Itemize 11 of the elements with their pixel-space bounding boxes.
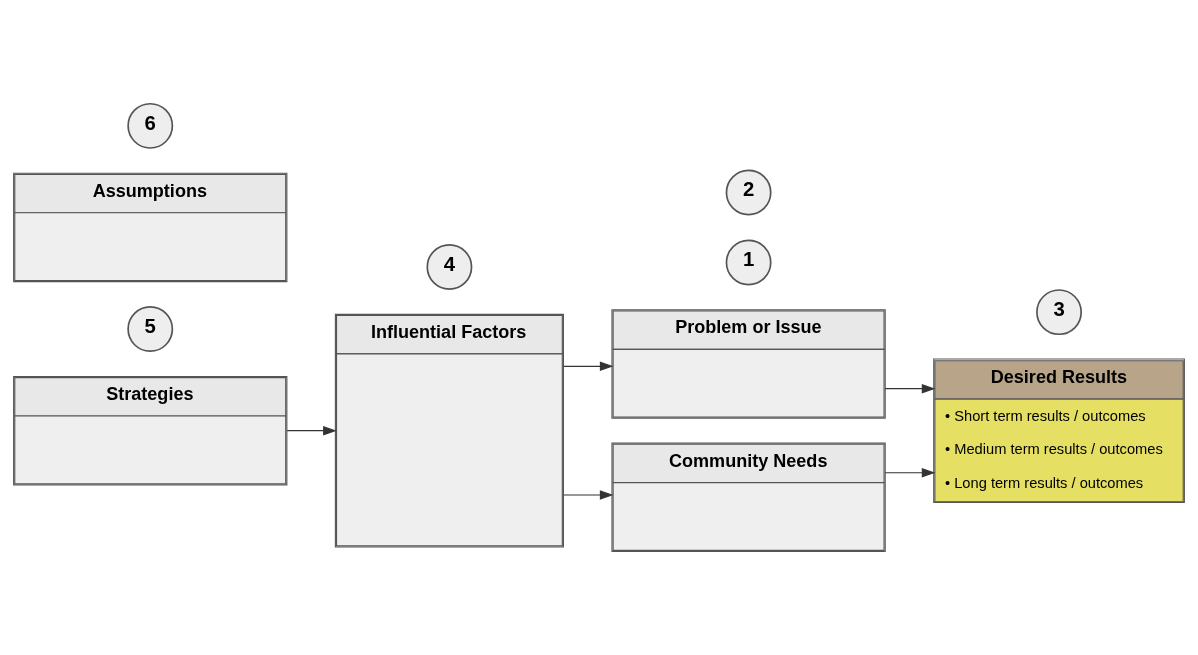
arrow <box>286 425 337 436</box>
node-circle: 1 <box>725 239 772 286</box>
node-circle: 3 <box>1036 289 1083 336</box>
arrow <box>884 468 936 478</box>
arrow <box>884 383 936 394</box>
arrow <box>563 361 614 372</box>
node-circle: 5 <box>127 306 174 353</box>
node-circle: 6 <box>127 102 174 149</box>
node-circle: 4 <box>426 244 473 290</box>
node-circle: 2 <box>725 169 772 216</box>
arrow <box>563 490 614 500</box>
